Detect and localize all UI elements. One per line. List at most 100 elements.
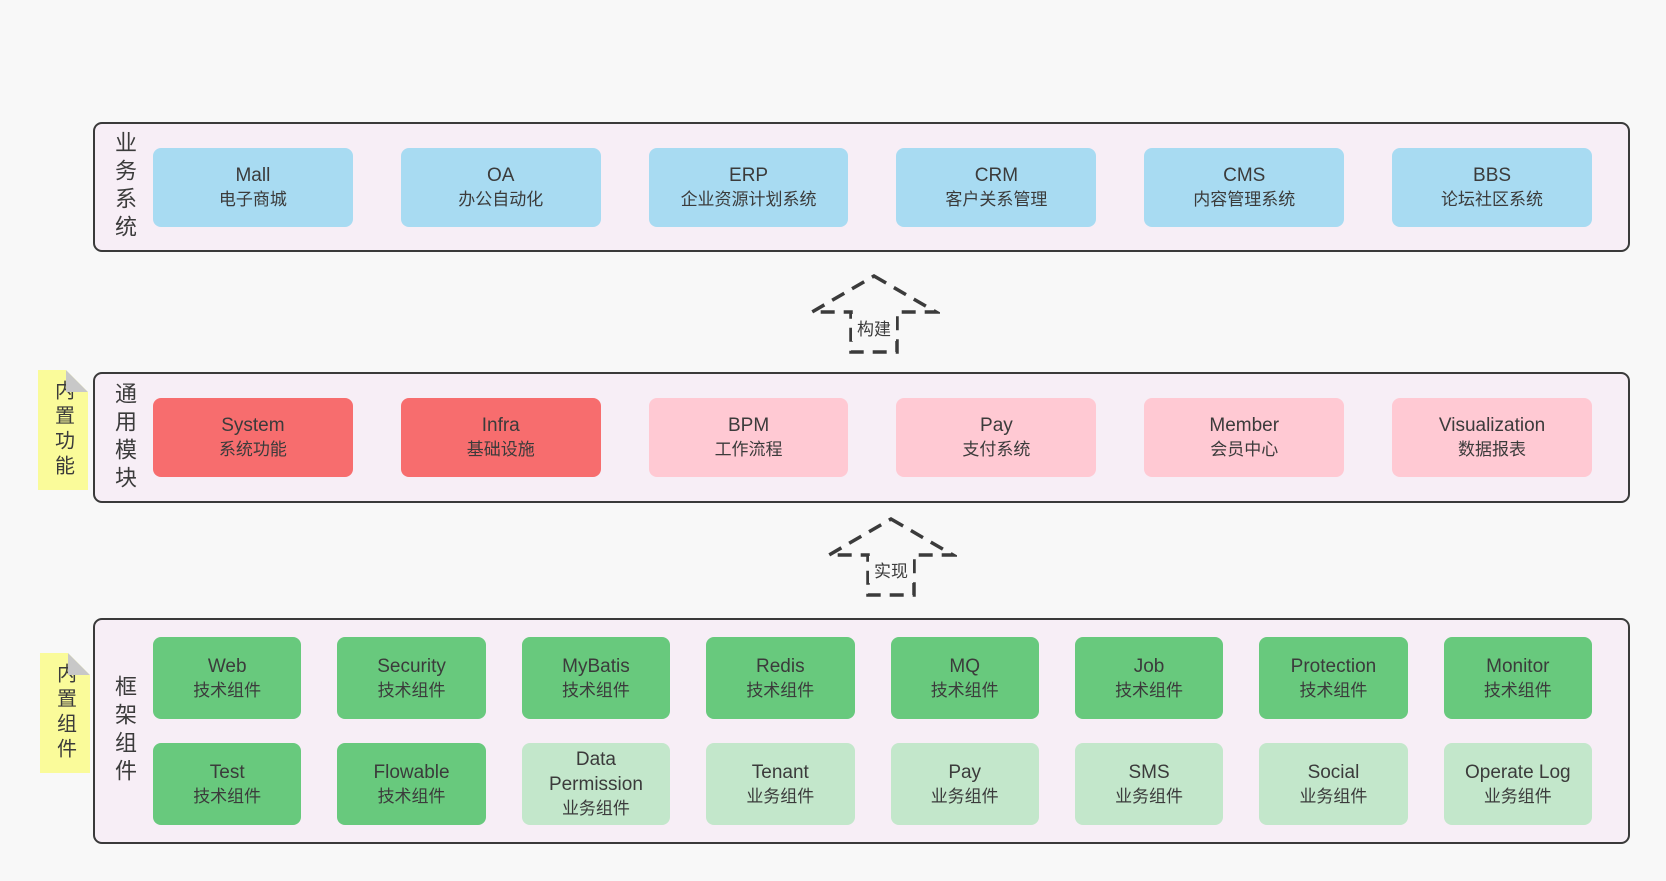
component-box-flowable: Flowable 技术组件 — [337, 743, 486, 825]
component-title: Flowable — [373, 761, 450, 783]
component-box-mq: MQ 技术组件 — [890, 637, 1039, 719]
module-box-pay: Pay 支付系统 — [896, 398, 1097, 477]
component-title: SMS — [1128, 761, 1170, 783]
component-subtitle: 业务组件 — [746, 786, 815, 806]
component-subtitle: 业务组件 — [1483, 786, 1552, 806]
component-title: Protection — [1290, 655, 1377, 677]
component-box-web: Web 技术组件 — [153, 637, 302, 719]
component-title: Operate Log — [1464, 761, 1571, 783]
band-label-modules: 通用模块 — [95, 374, 153, 501]
component-box-monitor: Monitor 技术组件 — [1443, 637, 1592, 719]
band-business-content: Mall 电子商城 OA 办公自动化 ERP 企业资源计划系统 CRM 客户关系… — [153, 124, 1628, 250]
components-row-2: Test 技术组件 Flowable 技术组件 Data Permission … — [153, 743, 1592, 825]
component-title: Redis — [756, 655, 805, 677]
component-subtitle: 业务组件 — [1115, 786, 1184, 806]
band-business-systems: 业务系统 Mall 电子商城 OA 办公自动化 ERP 企业资源计划系统 CRM — [93, 122, 1630, 252]
sticky-note-built-in-functions: 内置功能 — [38, 370, 88, 490]
module-box-infra: Infra 基础设施 — [400, 398, 601, 477]
component-title: Monitor — [1486, 655, 1550, 677]
module-subtitle: 系统功能 — [218, 440, 287, 460]
module-box-crm: CRM 客户关系管理 — [896, 147, 1097, 227]
module-subtitle: 数据报表 — [1458, 440, 1527, 460]
module-box-bbs: BBS 论坛社区系统 — [1392, 147, 1592, 227]
component-box-redis: Redis 技术组件 — [706, 637, 855, 719]
component-subtitle: 业务组件 — [1299, 786, 1368, 806]
note-fold-corner-icon — [68, 653, 90, 675]
module-subtitle: 电子商城 — [218, 189, 287, 209]
components-row-1: Web 技术组件 Security 技术组件 MyBatis 技术组件 Redi… — [153, 637, 1592, 719]
module-title: ERP — [729, 164, 769, 186]
module-title: BPM — [727, 415, 770, 437]
component-title: Test — [209, 761, 245, 783]
band-label-business: 业务系统 — [95, 124, 153, 250]
component-box-tenant: Tenant 业务组件 — [706, 743, 855, 825]
band-common-modules: 通用模块 System 系统功能 Infra 基础设施 BPM 工作流程 Pay — [93, 372, 1630, 503]
note-text: 内置组件 — [53, 663, 76, 763]
module-title: Pay — [980, 415, 1013, 437]
band-modules-content: System 系统功能 Infra 基础设施 BPM 工作流程 Pay 支付系统… — [153, 374, 1628, 501]
module-subtitle: 基础设施 — [466, 440, 535, 460]
component-title: Pay — [948, 761, 982, 783]
module-box-visualization: Visualization 数据报表 — [1392, 398, 1592, 477]
build-arrow-icon — [808, 273, 940, 354]
sticky-note-built-in-components: 内置组件 — [40, 653, 90, 773]
module-subtitle: 客户关系管理 — [945, 189, 1048, 209]
module-title: Infra — [481, 415, 520, 437]
component-box-mybatis: MyBatis 技术组件 — [521, 637, 671, 719]
component-box-test: Test 技术组件 — [153, 743, 302, 825]
component-subtitle: 技术组件 — [377, 680, 446, 700]
component-box-social: Social 业务组件 — [1259, 743, 1408, 825]
band-label-components: 框架组件 — [95, 620, 153, 842]
component-subtitle: 业务组件 — [930, 786, 999, 806]
component-box-sms: SMS 业务组件 — [1074, 743, 1224, 825]
band-label-text: 业务系统 — [112, 131, 137, 243]
component-subtitle: 技术组件 — [1115, 680, 1184, 700]
component-subtitle: 技术组件 — [930, 680, 999, 700]
note-fold-corner-icon — [66, 370, 88, 392]
note-text: 内置功能 — [51, 380, 74, 480]
implement-arrow-icon — [825, 516, 957, 597]
module-box-bpm: BPM 工作流程 — [648, 398, 849, 477]
component-title: Data Permission — [548, 749, 643, 796]
module-title: CRM — [974, 164, 1019, 186]
component-title: Web — [207, 655, 247, 677]
component-subtitle: 技术组件 — [1483, 680, 1552, 700]
component-title: MyBatis — [562, 655, 630, 677]
modules-box-row: System 系统功能 Infra 基础设施 BPM 工作流程 Pay 支付系统… — [153, 398, 1592, 477]
module-title: Visualization — [1438, 415, 1546, 437]
module-title: Member — [1209, 415, 1280, 437]
module-box-system: System 系统功能 — [153, 398, 353, 477]
component-title: Tenant — [751, 761, 809, 783]
module-subtitle: 内容管理系统 — [1193, 189, 1296, 209]
component-box-security: Security 技术组件 — [337, 637, 486, 719]
module-box-member: Member 会员中心 — [1144, 398, 1345, 477]
component-subtitle: 技术组件 — [193, 786, 262, 806]
business-box-row: Mall 电子商城 OA 办公自动化 ERP 企业资源计划系统 CRM 客户关系… — [153, 147, 1592, 227]
band-label-text: 通用模块 — [112, 381, 137, 494]
component-title: Social — [1307, 761, 1360, 783]
component-subtitle: 技术组件 — [193, 680, 262, 700]
module-title: OA — [487, 164, 515, 186]
component-subtitle: 技术组件 — [377, 786, 446, 806]
component-title: Security — [377, 655, 446, 677]
module-title: CMS — [1223, 164, 1266, 186]
module-title: Mall — [235, 164, 271, 186]
module-subtitle: 支付系统 — [962, 440, 1031, 460]
component-subtitle: 技术组件 — [1299, 680, 1368, 700]
module-box-mall: Mall 电子商城 — [153, 147, 353, 227]
module-box-oa: OA 办公自动化 — [400, 147, 601, 227]
component-box-data-permission: Data Permission 业务组件 — [521, 743, 671, 825]
module-subtitle: 企业资源计划系统 — [680, 189, 817, 209]
band-framework-components: 框架组件 Web 技术组件 Security 技术组件 MyBatis 技术组件… — [93, 618, 1630, 844]
module-box-erp: ERP 企业资源计划系统 — [648, 147, 849, 227]
module-subtitle: 工作流程 — [714, 440, 783, 460]
band-components-content: Web 技术组件 Security 技术组件 MyBatis 技术组件 Redi… — [153, 620, 1628, 842]
module-subtitle: 论坛社区系统 — [1441, 189, 1544, 209]
component-subtitle: 技术组件 — [561, 680, 630, 700]
component-title: Job — [1133, 655, 1165, 677]
component-subtitle: 业务组件 — [561, 799, 630, 819]
component-title: MQ — [949, 655, 980, 677]
module-subtitle: 会员中心 — [1210, 440, 1279, 460]
component-box-operate-log: Operate Log 业务组件 — [1443, 743, 1592, 825]
